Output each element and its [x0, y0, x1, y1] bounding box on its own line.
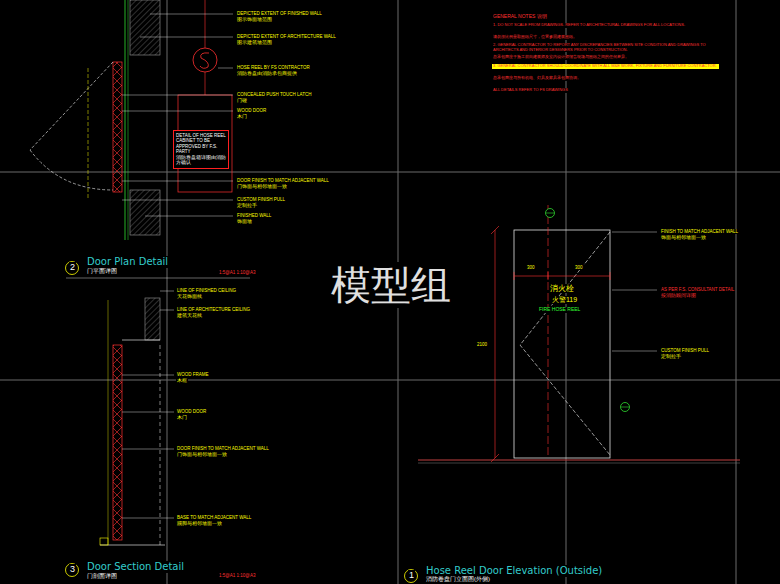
callout-number: 3 — [69, 564, 76, 574]
callout-text: DOOR FINISH TO MATCH ADJACENT WALL — [236, 178, 330, 183]
cabinet-label: 消火栓 — [549, 284, 575, 293]
cabinet-label: 火警119 — [551, 296, 578, 304]
note-text: 总承包商应与所有机电、灯具及家具承包商协调。 — [492, 76, 719, 81]
elevation — [405, 205, 741, 583]
note-text: 2. GENERAL CONTRACTOR TO REPORT ANY DISC… — [492, 43, 719, 52]
notes-heading: GENERAL NOTES 说明 — [492, 14, 548, 20]
watermark: 模型组 — [330, 262, 452, 308]
callout-number: 2 — [69, 262, 76, 272]
callout-text: AS PER F.S. CONSULTANT DETAIL — [660, 287, 735, 292]
detail-title-cn: 门剖面详图 — [86, 573, 118, 580]
callout-text: LINE OF ARCHITECTURE CEILING — [176, 307, 251, 312]
callout-text: 饰面与相邻墙面一致 — [660, 235, 707, 240]
dimension: 300 — [574, 265, 584, 270]
detail-title: Hose Reel Door Elevation (Outside) — [425, 565, 603, 577]
callout-text: 按消防顾问详图 — [660, 293, 697, 298]
callout-text: CUSTOM FINISH PULL — [236, 197, 286, 202]
callout-text: 定制拉手 — [660, 354, 682, 359]
dimension: 2100 — [476, 342, 488, 347]
scale-note: 1:5@A1 1:10@A3 — [218, 270, 256, 275]
callout-text: FINISH TO MATCH ADJACENT WALL — [660, 229, 739, 234]
callout-text: FINISHED WALL — [236, 213, 272, 218]
callout-text: DEPICTED EXTENT OF ARCHITECTURE WALL — [236, 34, 337, 39]
callout-text: WOOD FRAME — [176, 372, 210, 377]
callout-text: 消防卷盘由消防承包商提供 — [236, 71, 298, 76]
callout-text: 门饰面与相邻墙面一致 — [236, 184, 288, 189]
section-detail — [66, 291, 175, 577]
detail-title-cn: 消防卷盘门立面图(外侧) — [425, 576, 491, 583]
note-text: 1. DO NOT SCALE FROM DRAWINGS. REFER TO … — [492, 23, 719, 28]
callout-text: 天花饰面线 — [176, 294, 203, 299]
callout-text: WOOD DOOR — [236, 108, 267, 113]
callout-text: 定制拉手 — [236, 203, 258, 208]
callout-text: 木门 — [176, 415, 188, 420]
callout-text: 饰面墙 — [236, 219, 253, 224]
plan-detail — [30, 0, 250, 278]
callout-text: DOOR FINISH TO MATCH ADJACENT WALL — [176, 446, 270, 451]
note-text: 请勿按比例量取图纸尺寸，位置参照建筑图纸。 — [492, 35, 719, 40]
note-text: 总承包商应于施工前向建筑师及室内设计师报告现场与图纸之间的任何差异。 — [492, 55, 719, 60]
callout-text: 木门 — [236, 114, 248, 119]
callout-text: CUSTOM FINISH PULL — [660, 348, 710, 353]
note-text: DETAIL OF HOSE REEL CABINET TO BE APPROV… — [176, 133, 226, 155]
scale-note: 1:5@A1 1:10@A3 — [218, 573, 256, 578]
callout-text: 木框 — [176, 378, 188, 383]
note-text: 消防卷盘箱详图由消防方确认 — [176, 155, 226, 166]
callout-text: 门饰面与相邻墙面一致 — [176, 452, 228, 457]
note-text: 3. GENERAL CONTRACTOR SHOULD COORDINATE … — [492, 64, 719, 69]
callout-text: 建筑天花线 — [176, 313, 203, 318]
callout-text: 图示建筑墙范围 — [236, 40, 273, 45]
detail-title: Door Section Detail — [86, 561, 185, 573]
callout-text: DEPICTED EXTENT OF FINISHED WALL — [236, 11, 323, 16]
callout-text: BASE TO MATCH ADJACENT WALL — [176, 515, 252, 520]
callout-text: CONCEALED PUSH TOUCH LATCH — [236, 92, 313, 97]
detail-title: Door Plan Detail — [86, 256, 169, 268]
dimension: 300 — [526, 265, 536, 270]
cabinet-label: FIRE HOSE REEL — [538, 307, 581, 313]
callout-text: 门碰 — [236, 98, 248, 103]
note-text: ALL DETAILS REFER TO FS DRAWINGS — [492, 88, 569, 93]
callout-text: LINE OF FINISHED CEILING — [176, 288, 237, 293]
detail-title-cn: 门平面详图 — [86, 268, 118, 275]
callout-text: HOSE REEL BY FS CONTRACTOR — [236, 65, 311, 70]
note-box: DETAIL OF HOSE REEL CABINET TO BE APPROV… — [173, 130, 229, 169]
callout-number: 1 — [408, 570, 415, 580]
callout-text: 踢脚与相邻墙面一致 — [176, 521, 223, 526]
callout-text: WOOD DOOR — [176, 409, 207, 414]
callout-text: 图示饰面墙范围 — [236, 17, 273, 22]
